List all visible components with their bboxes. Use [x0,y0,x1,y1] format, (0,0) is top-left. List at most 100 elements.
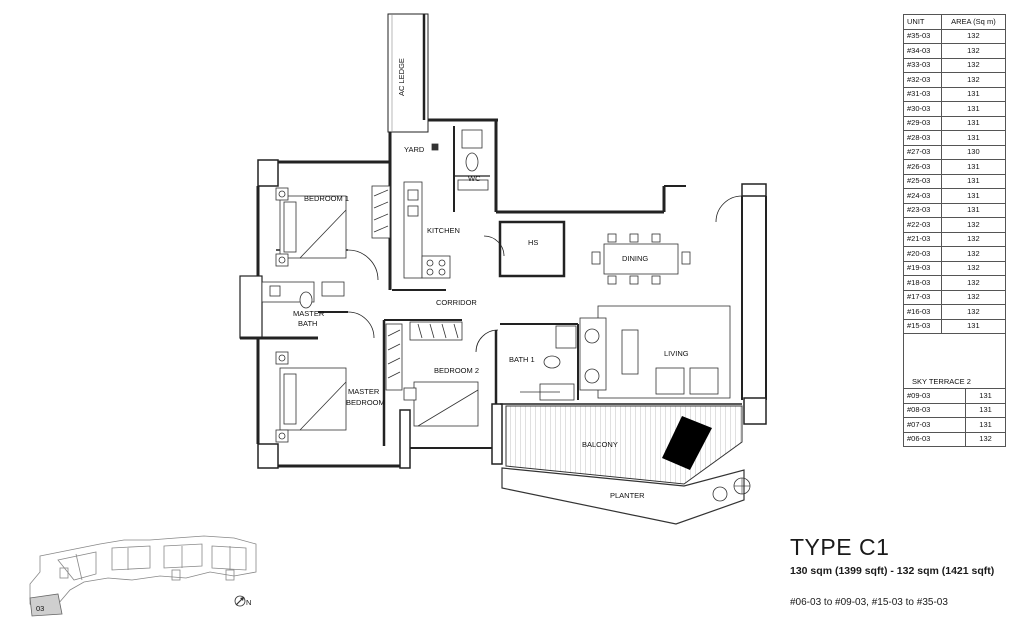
room-labels: AC LEDGE YARD WC BEDROOM 1 KITCHEN HS DI… [293,58,689,500]
unit-type-area: 130 sqm (1399 sqft) - 132 sqm (1421 sqft… [790,565,995,577]
area-cell: 131 [940,188,1007,204]
area-cell: 132 [940,275,1007,291]
table-header-row: UNIT AREA (Sq m) [903,14,1007,30]
label-bedroom-1: BEDROOM 1 [304,194,349,203]
key-plan [29,535,257,617]
unit-cell: #33-03 [903,57,942,73]
area-cell: 130 [940,144,1007,160]
area-cell: 132 [940,304,1007,320]
sky-terrace-label: SKY TERRACE 2 [912,377,971,386]
area-cell: 131 [940,115,1007,131]
label-master-bath-2: BATH [298,319,317,328]
label-ac-ledge: AC LEDGE [397,58,406,96]
unit-cell: #17-03 [903,289,942,305]
sky-terrace-header: SKY TERRACE 2 [903,334,1006,388]
area-cell: 132 [940,246,1007,262]
area-cell: 132 [940,43,1007,59]
unit-cell: #09-03 [902,388,967,404]
area-cell: 131 [965,417,1006,433]
internal-walls [276,126,742,446]
bath1-fixtures [520,325,577,401]
area-cell: 132 [940,72,1007,88]
beds [275,187,479,443]
key-plan-unit-highlight [29,593,63,617]
unit-cell: #18-03 [903,275,942,291]
unit-cell: #32-03 [903,72,942,88]
area-cell: 131 [940,318,1007,334]
unit-cell: #06-03 [902,431,967,447]
label-bath-1: BATH 1 [509,355,535,364]
area-cell: 132 [940,28,1007,44]
unit-cell: #15-03 [903,318,942,334]
north-label: N [246,598,251,607]
label-wc: WC [468,174,481,183]
living-set [579,305,731,399]
ac-ledge [387,13,666,214]
outer-walls [239,132,767,469]
label-balcony: BALCONY [582,440,618,449]
label-master-bath-1: MASTER [293,309,325,318]
stair-block [662,416,712,470]
unit-cell: #25-03 [903,173,942,189]
floor-plan: AC LEDGE YARD WC BEDROOM 1 KITCHEN HS DI… [29,13,767,617]
unit-type-units: #06-03 to #09-03, #15-03 to #35-03 [790,597,948,608]
unit-cell: #23-03 [903,202,942,218]
unit-cell: #21-03 [903,231,942,247]
unit-cell: #27-03 [903,144,942,160]
label-master-bedroom-1: MASTER [348,387,380,396]
area-cell: 131 [965,402,1006,418]
key-plan-unit-label: 03 [36,604,44,613]
unit-cell: #16-03 [903,304,942,320]
unit-cell: #07-03 [902,417,967,433]
master-bath-fixtures [261,281,345,309]
unit-cell: #34-03 [903,43,942,59]
label-hs: HS [528,238,538,247]
area-cell: 131 [940,130,1007,146]
label-master-bedroom-2: BEDROOM [346,398,385,407]
unit-cell: #35-03 [903,28,942,44]
unit-cell: #28-03 [903,130,942,146]
column-header-area: AREA (Sq m) [940,14,1007,30]
area-cell: 132 [940,260,1007,276]
area-cell: 131 [940,173,1007,189]
balcony-area [501,405,751,525]
unit-cell: #30-03 [903,101,942,117]
label-planter: PLANTER [610,491,645,500]
unit-cell: #29-03 [903,115,942,131]
label-living: LIVING [664,349,689,358]
area-cell: 131 [940,159,1007,175]
north-arrow-icon [234,595,246,607]
unit-cell: #31-03 [903,86,942,102]
area-cell: 131 [940,202,1007,218]
area-cell: 131 [940,86,1007,102]
area-cell: 131 [965,388,1006,404]
area-cell: 132 [940,231,1007,247]
kitchen-fixtures [403,129,489,279]
area-cell: 132 [940,217,1007,233]
label-corridor: CORRIDOR [436,298,477,307]
column-header-unit: UNIT [903,14,942,30]
label-yard: YARD [404,145,425,154]
